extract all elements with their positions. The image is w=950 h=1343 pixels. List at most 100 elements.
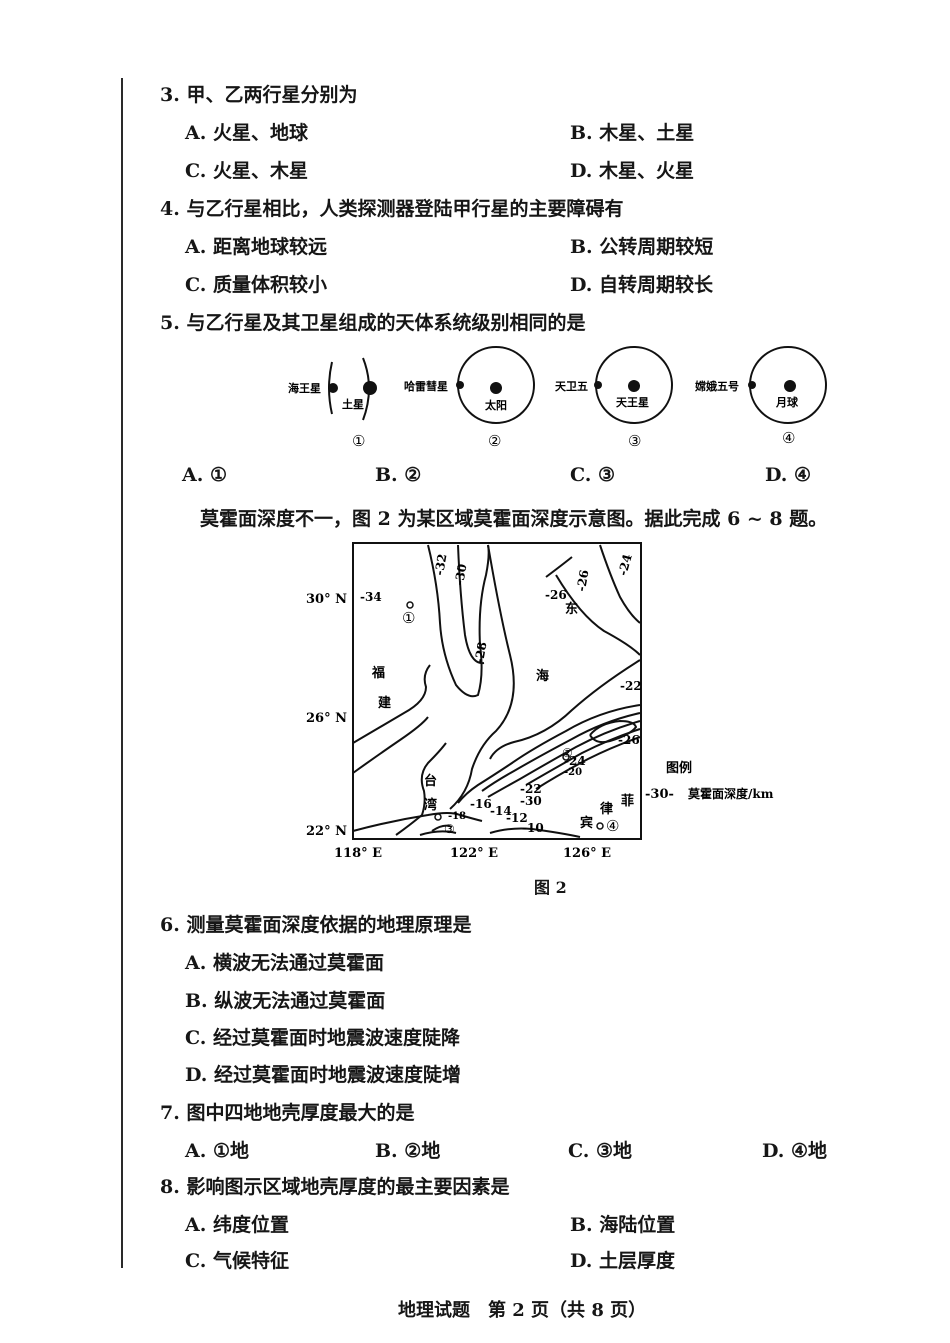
- place-label: 东: [565, 601, 578, 617]
- question-4-option-b: B. 公转周期较短: [570, 236, 714, 258]
- place-label: 海: [536, 668, 549, 684]
- question-5-diagrams: 海王星 土星 ① 哈雷彗星 太阳 ② 天卫五 天王星 ③ 嫦娥五号 月球 ④: [288, 346, 827, 450]
- place-label: 台: [424, 773, 437, 789]
- question-7-stem: 7. 图中四地地壳厚度最大的是: [160, 1102, 415, 1124]
- point-3-label: ③: [444, 822, 455, 836]
- diagram-3-left-label: 天卫五: [555, 380, 588, 393]
- numbered-points: ① ② ③ ④: [402, 601, 619, 836]
- place-label: 菲: [621, 793, 634, 809]
- question-5-option-a: A. ①: [182, 464, 228, 486]
- question-3-option-d: D. 木星、火星: [570, 160, 695, 182]
- diagram-1-right-label: 土星: [342, 397, 364, 411]
- contour-label: -22: [620, 679, 642, 693]
- diagram-4-center-label: 月球: [775, 395, 799, 409]
- question-8-stem: 8. 影响图示区域地壳厚度的最主要因素是: [160, 1176, 510, 1198]
- contour-label: -18: [448, 811, 466, 822]
- contour-label: -32: [432, 553, 450, 577]
- question-3-option-a: A. 火星、地球: [185, 122, 308, 144]
- contour-labels: -34 -32 -30 -28 -26 -26 -24 -22 -26 -22 …: [360, 553, 642, 835]
- contour-line: [419, 830, 457, 836]
- diagram-2-center-label: 太阳: [484, 398, 507, 412]
- point-1-label: ①: [402, 609, 415, 627]
- question-5-stem: 5. 与乙行星及其卫星组成的天体系统级别相同的是: [160, 312, 586, 334]
- contour-label: -10: [522, 821, 544, 835]
- question-4-stem: 4. 与乙行星相比，人类探测器登陆甲行星的主要障碍有: [160, 198, 624, 220]
- contour-line: [589, 719, 638, 744]
- place-label: 建: [378, 695, 391, 711]
- question-8-option-b: B. 海陆位置: [570, 1214, 676, 1236]
- contour-line: [525, 728, 641, 786]
- question-3-option-b: B. 木星、土星: [570, 122, 695, 144]
- contour-lines: [352, 544, 641, 838]
- question-8-option-a: A. 纬度位置: [185, 1214, 289, 1236]
- figure-2-moho-depth-map: 30° N 26° N 22° N 118° E 122° E 126° E -…: [306, 542, 774, 861]
- contour-label: -30: [452, 563, 470, 587]
- diagram-3-center-label: 天王星: [616, 396, 649, 409]
- question-4-option-a: A. 距离地球较远: [185, 236, 327, 258]
- contour-line: [395, 742, 447, 836]
- question-5-option-d: D. ④: [765, 464, 812, 486]
- page-margin-line: [121, 78, 123, 1268]
- diagram-3: 天卫五 天王星 ③: [555, 346, 673, 450]
- question-7-option-b: B. ②地: [375, 1140, 441, 1162]
- contour-label: -28: [472, 641, 490, 665]
- contour-label: -26: [618, 733, 640, 747]
- saturn-dot: [363, 381, 377, 395]
- diagram-1-number: ①: [352, 432, 365, 450]
- contour-label: -24: [616, 553, 635, 578]
- contour-line: [545, 556, 573, 578]
- point-4-marker: [596, 822, 604, 830]
- contour-line: [481, 712, 641, 792]
- diagram-4-number: ④: [782, 429, 795, 447]
- point-3-marker: [434, 813, 442, 821]
- lon-label-126e: 126° E: [563, 846, 611, 861]
- contour-line: [457, 704, 641, 804]
- lat-label-22n: 22° N: [306, 824, 347, 839]
- neptune-dot: [328, 383, 338, 393]
- diagram-3-number: ③: [628, 432, 641, 450]
- question-8-option-c: C. 气候特征: [185, 1250, 290, 1272]
- question-4-option-c: C. 质量体积较小: [185, 274, 328, 296]
- question-7-option-d: D. ④地: [762, 1140, 828, 1162]
- diagram-2: 哈雷彗星 太阳 ②: [404, 346, 535, 450]
- question-7-option-a: A. ①地: [185, 1140, 250, 1162]
- question-6-option-c: C. 经过莫霍面时地震波速度陡降: [185, 1027, 461, 1049]
- question-7-option-c: C. ③地: [568, 1140, 633, 1162]
- contour-line: [457, 544, 485, 665]
- place-label: 律: [600, 801, 613, 817]
- map-frame: [352, 542, 642, 840]
- question-4-option-d: D. 自转周期较长: [570, 274, 714, 296]
- contour-label: -14: [490, 804, 512, 818]
- contour-line: [352, 716, 429, 774]
- contour-label: -20: [564, 767, 582, 778]
- diagram-2-number: ②: [488, 432, 501, 450]
- legend-title: 图例: [666, 760, 692, 776]
- place-labels: 福 建 台 湾 东 海 菲 律 宾: [371, 601, 634, 831]
- contour-line: [599, 544, 641, 624]
- contour-line: [449, 544, 515, 810]
- comet-dot: [456, 381, 464, 389]
- question-3-option-c: C. 火星、木星: [185, 160, 309, 182]
- page-footer: 地理试题 第 2 页（共 8 页）: [398, 1300, 647, 1321]
- contour-label: -16: [470, 797, 492, 811]
- question-6-stem: 6. 测量莫霍面深度依据的地理原理是: [160, 914, 472, 936]
- legend-sample-line: -30-: [645, 787, 674, 802]
- probe-dot: [748, 381, 756, 389]
- place-label: 福: [371, 665, 385, 681]
- uranus-dot: [628, 380, 640, 392]
- question-6-option-b: B. 纵波无法通过莫霍面: [185, 990, 386, 1012]
- lat-label-30n: 30° N: [306, 592, 347, 607]
- question-3-stem: 3. 甲、乙两行星分别为: [160, 84, 358, 106]
- point-2-label: ②: [562, 746, 573, 760]
- contour-line: [489, 659, 641, 760]
- moon-dot: [594, 381, 602, 389]
- sun-dot: [490, 382, 502, 394]
- map-legend: 图例 -30- 莫霍面深度/km: [645, 760, 774, 802]
- place-label: 湾: [424, 797, 437, 813]
- lon-label-118e: 118° E: [334, 846, 382, 861]
- place-label: 宾: [580, 815, 593, 831]
- contour-line: [489, 827, 581, 838]
- contour-line: [555, 574, 641, 656]
- legend-text: 莫霍面深度/km: [688, 786, 774, 801]
- diagram-4-left-label: 嫦娥五号: [695, 379, 739, 393]
